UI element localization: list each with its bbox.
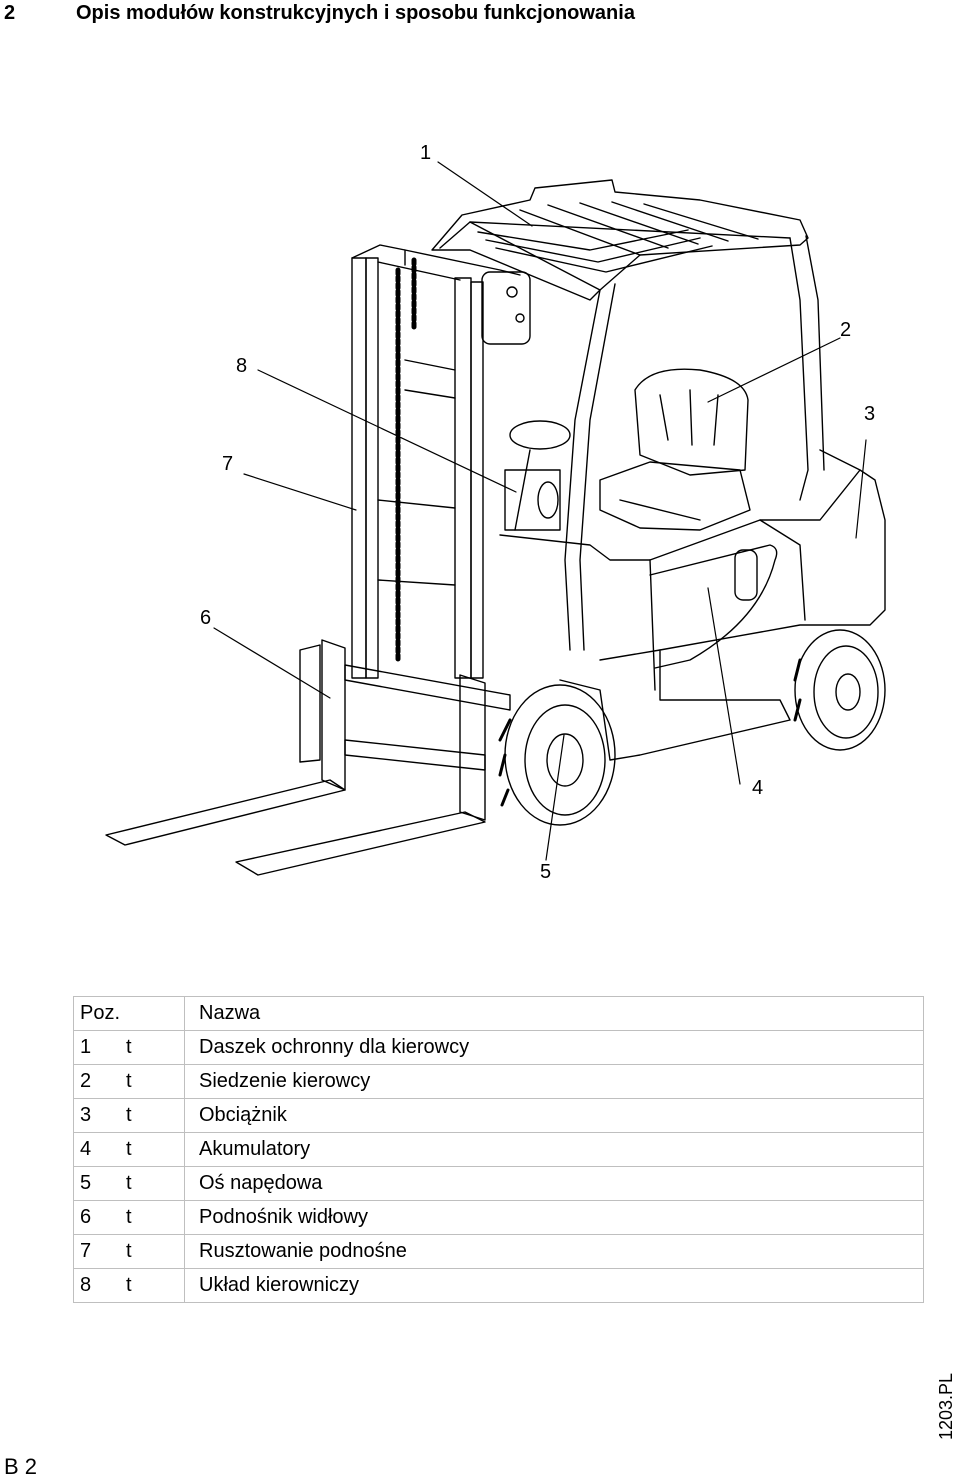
forklift-illustration bbox=[105, 161, 886, 876]
row-pos: 8 bbox=[73, 1268, 124, 1303]
callout-3: 3 bbox=[864, 403, 876, 425]
row-marker: t bbox=[124, 1030, 185, 1065]
row-name: Podnośnik widłowy bbox=[184, 1200, 924, 1235]
rear-wheel bbox=[793, 629, 886, 751]
row-marker: t bbox=[124, 1268, 185, 1303]
row-name: Rusztowanie podnośne bbox=[184, 1234, 924, 1269]
callout-5: 5 bbox=[540, 861, 552, 883]
table-row: 5 t Oś napędowa bbox=[73, 1166, 924, 1201]
seat-steering bbox=[504, 368, 751, 531]
row-marker: t bbox=[124, 1234, 185, 1269]
callout-2: 2 bbox=[840, 319, 852, 341]
table-row: 2 t Siedzenie kierowcy bbox=[73, 1064, 924, 1099]
table-row: 4 t Akumulatory bbox=[73, 1132, 924, 1167]
row-name: Oś napędowa bbox=[184, 1166, 924, 1201]
section-title: Opis modułów konstrukcyjnych i sposobu f… bbox=[76, 2, 635, 24]
row-marker: t bbox=[124, 1064, 185, 1099]
parts-table: Poz. Nazwa 1 t Daszek ochronny dla kiero… bbox=[73, 996, 924, 1303]
overhead-guard bbox=[431, 179, 825, 651]
row-pos: 2 bbox=[73, 1064, 124, 1099]
table-header-row: Poz. Nazwa bbox=[73, 996, 924, 1031]
row-marker: t bbox=[124, 1166, 185, 1201]
header-name: Nazwa bbox=[184, 996, 924, 1031]
document-id: 1203.PL bbox=[936, 1372, 956, 1440]
row-name: Obciążnik bbox=[184, 1098, 924, 1133]
truck-body bbox=[499, 449, 886, 761]
table-row: 6 t Podnośnik widłowy bbox=[73, 1200, 924, 1235]
row-pos: 7 bbox=[73, 1234, 124, 1269]
callout-7: 7 bbox=[222, 453, 234, 475]
row-name: Układ kierowniczy bbox=[184, 1268, 924, 1303]
row-name: Daszek ochronny dla kierowcy bbox=[184, 1030, 924, 1065]
row-pos: 6 bbox=[73, 1200, 124, 1235]
row-name: Siedzenie kierowcy bbox=[184, 1064, 924, 1099]
row-marker: t bbox=[124, 1098, 185, 1133]
callout-8: 8 bbox=[236, 355, 248, 377]
table-row: 3 t Obciążnik bbox=[73, 1098, 924, 1133]
row-pos: 4 bbox=[73, 1132, 124, 1167]
row-name: Akumulatory bbox=[184, 1132, 924, 1167]
fork-carriage bbox=[105, 639, 511, 876]
row-pos: 3 bbox=[73, 1098, 124, 1133]
section-number: 2 bbox=[4, 2, 16, 24]
table-row: 8 t Układ kierowniczy bbox=[73, 1268, 924, 1303]
callout-6: 6 bbox=[200, 607, 212, 629]
front-wheel bbox=[498, 684, 616, 826]
page-number: B 2 bbox=[4, 1454, 38, 1479]
callout-4: 4 bbox=[752, 777, 764, 799]
leader-lines bbox=[213, 161, 867, 861]
row-pos: 1 bbox=[73, 1030, 124, 1065]
callout-1: 1 bbox=[420, 142, 432, 164]
row-pos: 5 bbox=[73, 1166, 124, 1201]
mast bbox=[351, 244, 531, 679]
table-row: 1 t Daszek ochronny dla kierowcy bbox=[73, 1030, 924, 1065]
row-marker: t bbox=[124, 1200, 185, 1235]
header-pos: Poz. bbox=[73, 996, 185, 1031]
table-row: 7 t Rusztowanie podnośne bbox=[73, 1234, 924, 1269]
row-marker: t bbox=[124, 1132, 185, 1167]
